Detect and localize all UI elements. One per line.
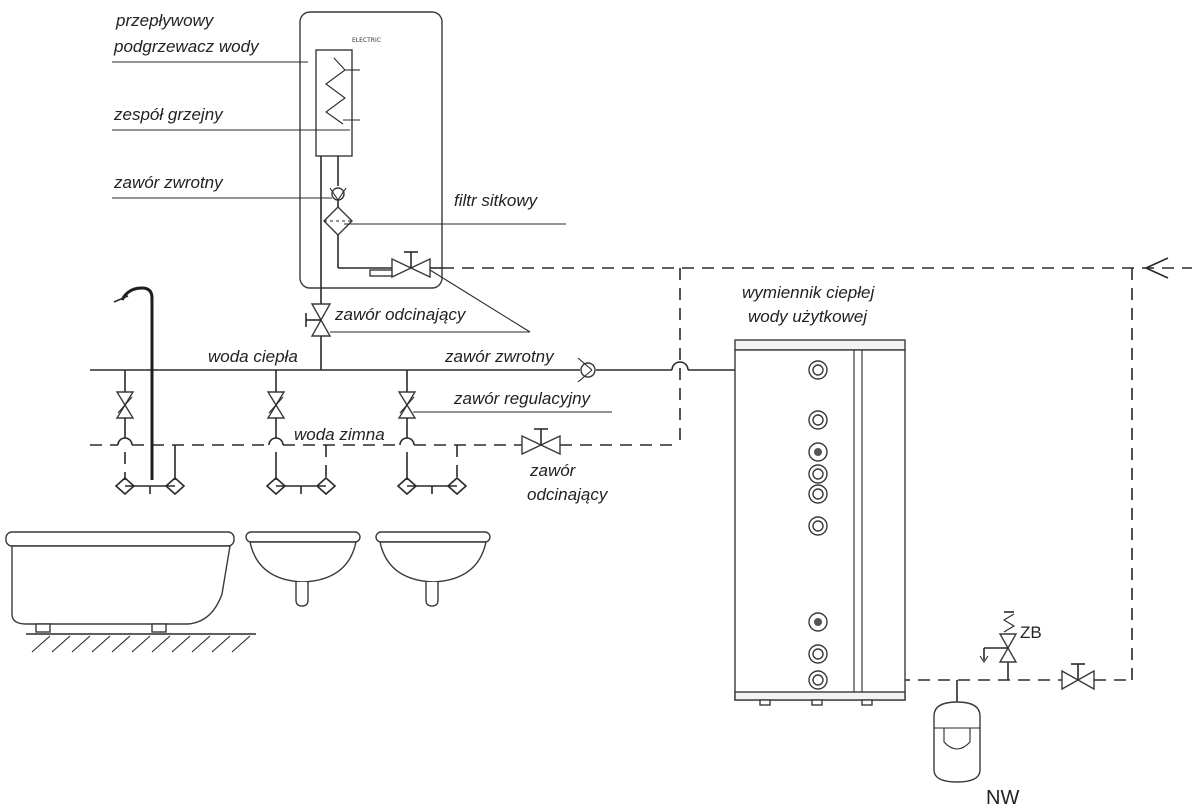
- bathtub: [5, 531, 256, 653]
- leader-lines: [112, 61, 612, 413]
- sink-1-mixer: [265, 476, 337, 496]
- sink-2: [375, 531, 491, 607]
- safety-valve: [979, 611, 1018, 680]
- label-shutoff-low-line1: zawór: [529, 461, 577, 480]
- hot-water-storage-tank: [734, 339, 906, 706]
- tank-connection-ports: [808, 360, 828, 690]
- label-heater-line2: podgrzewacz wody: [113, 37, 260, 56]
- shutoff-valve-cold: [521, 428, 561, 456]
- expansion-vessel: [933, 680, 981, 783]
- shutoff-valve-hot-outlet: [305, 303, 332, 370]
- label-regulating-valve: zawór regulacyjny: [453, 389, 592, 408]
- sink-2-branch: [396, 370, 468, 496]
- strainer-filter: [323, 200, 353, 245]
- heater-brand: ELECTRIC: [352, 37, 381, 44]
- label-hot-water: woda ciepła: [208, 347, 298, 366]
- shutoff-valve-heater: [391, 251, 431, 279]
- bathtub-mixer: [114, 476, 186, 496]
- label-safety-valve: ZB: [1020, 623, 1042, 642]
- check-valve-circulation: [577, 357, 596, 383]
- flow-water-heater: ELECTRIC: [299, 11, 443, 304]
- label-cold-water: woda zimna: [294, 425, 385, 444]
- label-heater-line1: przepływowy: [115, 11, 215, 30]
- shutoff-valve-return: [1061, 663, 1095, 691]
- label-shutoff-valve-top: zawór odcinający: [334, 305, 467, 324]
- bathtub-branch: [113, 286, 186, 496]
- label-strainer: filtr sitkowy: [454, 191, 539, 210]
- label-heating-unit: zespół grzejny: [113, 105, 224, 124]
- label-exchanger-line2: wody użytkowej: [748, 307, 868, 326]
- label-expansion-vessel: NW: [986, 787, 1019, 809]
- sink-1-branch: [265, 370, 337, 496]
- sink-1: [245, 531, 361, 607]
- sink-2-mixer: [396, 476, 468, 496]
- label-exchanger-line1: wymiennik ciepłej: [742, 283, 875, 302]
- diagram-labels: przepływowy podgrzewacz wody zespół grze…: [113, 11, 1042, 809]
- cold-water-pipe: [90, 437, 680, 446]
- label-check-valve-mid: zawór zwrotny: [444, 347, 555, 366]
- label-check-valve-top: zawór zwrotny: [113, 173, 224, 192]
- label-shutoff-low-line2: odcinający: [527, 485, 609, 504]
